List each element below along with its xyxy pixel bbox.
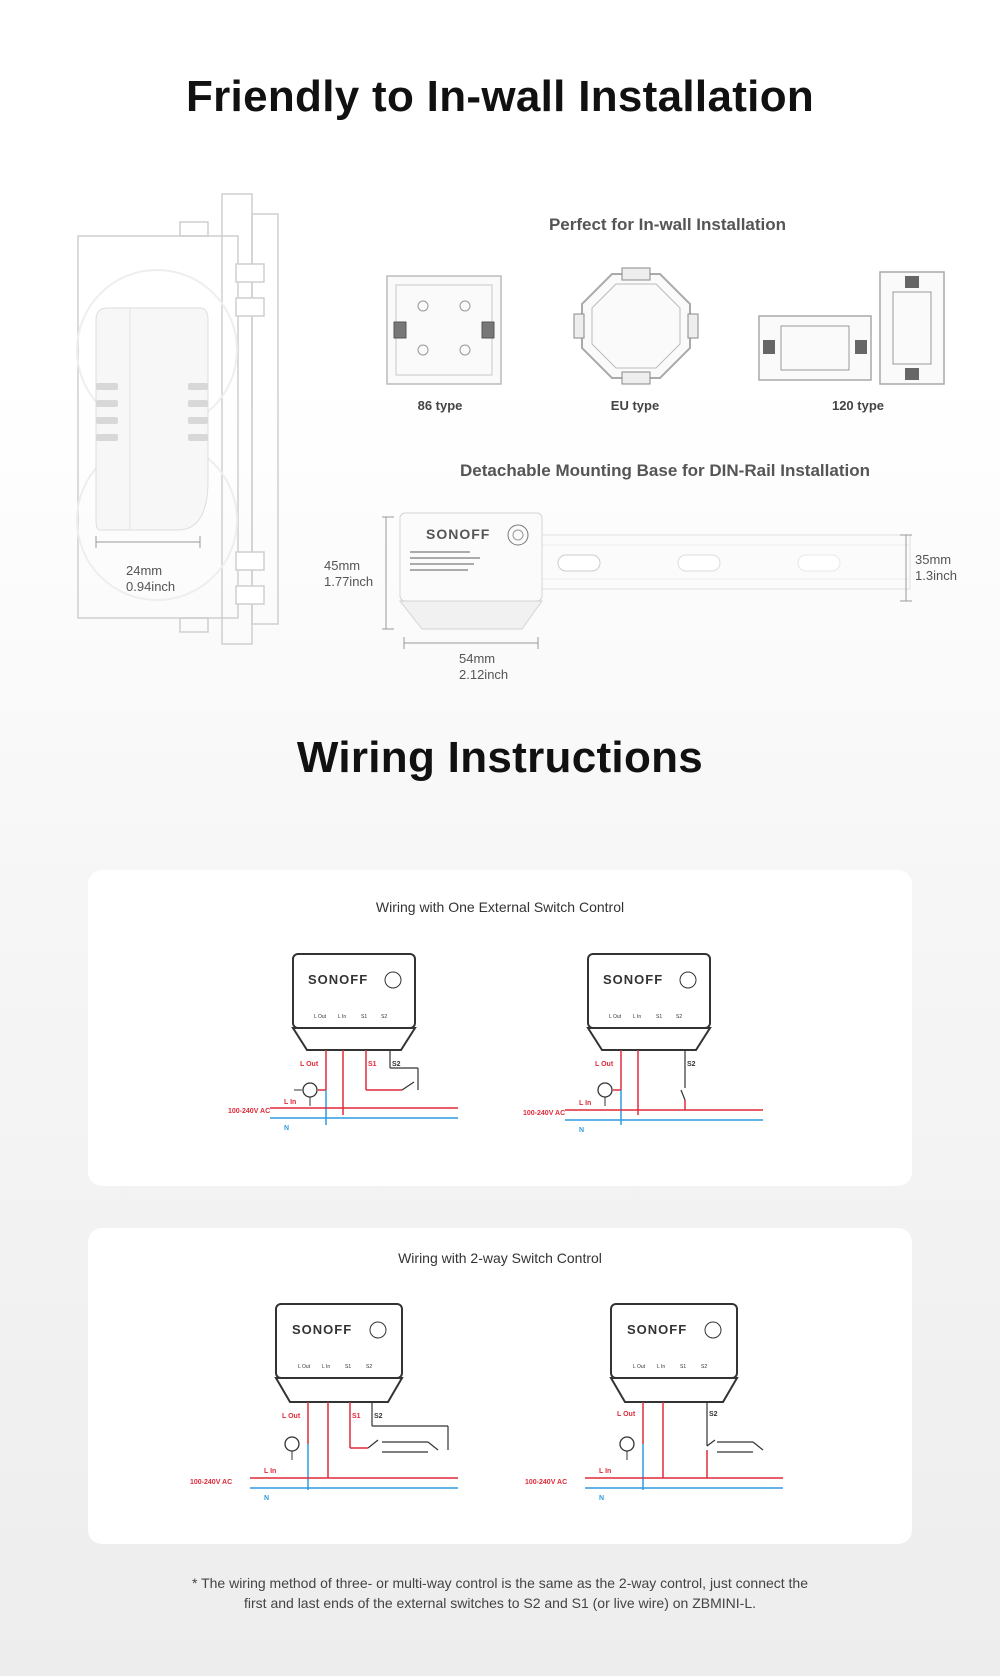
svg-text:SONOFF: SONOFF	[426, 526, 490, 542]
footnote-line-1: * The wiring method of three- or multi-w…	[191, 1575, 809, 1591]
din-width-dimension: 54mm 2.12inch	[459, 651, 508, 683]
box-type-86: 86 type	[417, 398, 463, 413]
terminal-lin: L In	[338, 1014, 346, 1020]
terminal-lout: L Out	[633, 1364, 646, 1370]
wiring-footnote: * The wiring method of three- or multi-w…	[150, 1573, 850, 1613]
terminal-s2: S2	[381, 1014, 387, 1020]
device-brand: SONOFF	[308, 972, 368, 987]
din-width-mm: 54mm	[459, 651, 496, 666]
label-l-in: L In	[599, 1468, 611, 1475]
label-l-out: L Out	[300, 1061, 319, 1068]
terminal-s2: S2	[366, 1364, 372, 1370]
terminal-s2: S2	[701, 1364, 707, 1370]
side-dimension-mm: 24mm	[126, 563, 163, 578]
wiring-card-two-way: Wiring with 2-way Switch Control SONOFF …	[88, 1228, 912, 1544]
terminal-lin: L In	[322, 1364, 330, 1370]
label-voltage: 100-240V AC	[190, 1479, 232, 1486]
box-type-120: 120 type	[831, 398, 885, 413]
card2-title: Wiring with 2-way Switch Control	[398, 1250, 602, 1266]
wiring-diagram-one-switch-a: SONOFF L Out L In S1 S2 L Out S1 S2 L In…	[228, 953, 458, 1132]
din-height-dimension: 45mm 1.77inch	[324, 558, 373, 590]
din-rail-illustration: SONOFF	[382, 512, 912, 649]
label-s2: S2	[709, 1411, 718, 1418]
terminal-s1: S1	[656, 1014, 662, 1020]
side-dimension: 24mm 0.94inch	[126, 563, 175, 595]
din-height-mm: 45mm	[324, 558, 361, 573]
wiring-diagram-two-way-a: SONOFF L Out L In S1 S2 L Out S1 S2 L In…	[190, 1303, 458, 1502]
label-s2: S2	[374, 1413, 383, 1420]
din-rail-title: Detachable Mounting Base for DIN-Rail In…	[460, 461, 870, 480]
label-l-in: L In	[264, 1468, 276, 1475]
label-l-in: L In	[579, 1100, 591, 1107]
terminal-lout: L Out	[298, 1364, 311, 1370]
label-l-out: L Out	[595, 1061, 614, 1068]
rail-height-mm: 35mm	[915, 552, 952, 567]
label-voltage: 100-240V AC	[523, 1110, 565, 1117]
label-n: N	[264, 1495, 269, 1502]
label-s2: S2	[687, 1061, 696, 1068]
rail-height-inch: 1.3inch	[915, 568, 957, 583]
side-profile-illustration	[76, 193, 279, 645]
label-l-in: L In	[284, 1099, 296, 1106]
terminal-s1: S1	[680, 1364, 686, 1370]
86-type-box-illustration	[386, 275, 502, 385]
wiring-diagram-one-switch-b: SONOFF L Out L In S1 S2 L Out S2 L In 10…	[523, 953, 763, 1134]
box-type-eu: EU type	[610, 398, 660, 413]
label-n: N	[599, 1495, 604, 1502]
label-n: N	[579, 1127, 584, 1134]
card1-title: Wiring with One External Switch Control	[375, 899, 625, 915]
device-brand: SONOFF	[292, 1322, 352, 1337]
din-width-inch: 2.12inch	[459, 667, 509, 682]
label-l-out: L Out	[282, 1413, 301, 1420]
terminal-lin: L In	[633, 1014, 641, 1020]
120-type-box-illustration	[758, 271, 945, 385]
wiring-title: Wiring Instructions	[296, 733, 704, 782]
label-s1: S1	[368, 1061, 377, 1068]
label-s2: S2	[392, 1061, 401, 1068]
install-title: Friendly to In-wall Installation	[185, 72, 815, 121]
footnote-line-2: first and last ends of the external swit…	[244, 1595, 756, 1611]
din-height-inch: 1.77inch	[324, 574, 374, 589]
device-brand: SONOFF	[603, 972, 663, 987]
label-voltage: 100-240V AC	[228, 1108, 270, 1115]
label-n: N	[284, 1125, 289, 1132]
terminal-lout: L Out	[609, 1014, 622, 1020]
perfect-installation-title: Perfect for In-wall Installation	[548, 215, 787, 234]
label-voltage: 100-240V AC	[525, 1479, 567, 1486]
wiring-card-one-switch: Wiring with One External Switch Control …	[88, 870, 912, 1186]
device-brand: SONOFF	[627, 1322, 687, 1337]
side-dimension-inch: 0.94inch	[126, 579, 176, 594]
wiring-diagram-two-way-b: SONOFF L Out L In S1 S2 L Out S2 L In 10…	[525, 1303, 783, 1502]
terminal-s1: S1	[361, 1014, 367, 1020]
terminal-lout: L Out	[314, 1014, 327, 1020]
rail-height-dimension: 35mm 1.3inch	[915, 552, 957, 584]
label-s1: S1	[352, 1413, 361, 1420]
eu-type-box-illustration	[573, 267, 699, 385]
terminal-s1: S1	[345, 1364, 351, 1370]
label-l-out: L Out	[617, 1411, 636, 1418]
terminal-s2: S2	[676, 1014, 682, 1020]
terminal-lin: L In	[657, 1364, 665, 1370]
